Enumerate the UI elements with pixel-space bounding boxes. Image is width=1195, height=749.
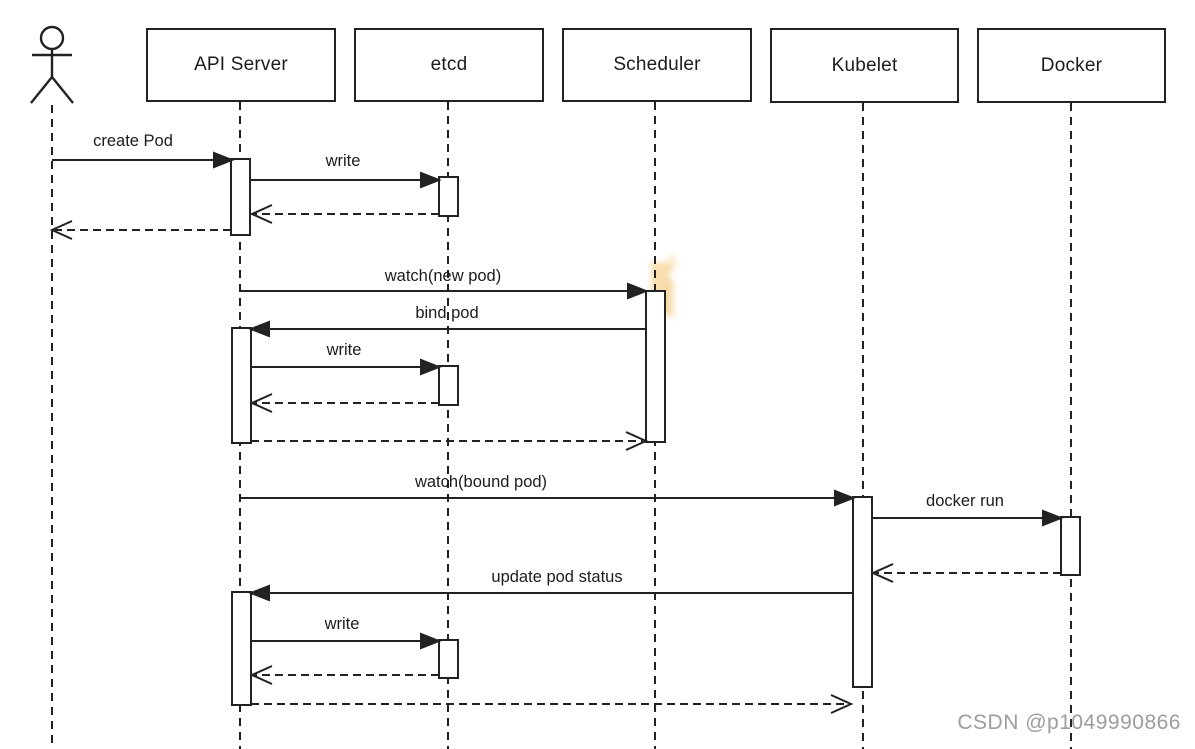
return-etcd-to-api-1	[249, 204, 439, 224]
return-api-to-kubelet	[251, 694, 854, 714]
activation-api-server-1	[230, 158, 251, 236]
participant-label: API Server	[194, 54, 288, 75]
arrow-update-pod-status	[248, 584, 853, 602]
lifelines	[51, 102, 1072, 749]
activation-api-server-3	[231, 591, 252, 706]
activation-api-server-2	[231, 327, 252, 444]
participant-label: etcd	[430, 54, 468, 75]
message-label-watch-bound-pod: watch(bound pod)	[414, 473, 548, 491]
participant-box-scheduler: Scheduler	[562, 28, 752, 102]
return-arrows	[49, 204, 1061, 714]
activation-bars	[230, 158, 1081, 706]
activation-docker	[1060, 516, 1081, 576]
arrow-write-3	[251, 632, 442, 650]
participant-label: Docker	[1040, 54, 1103, 76]
return-docker-to-kubelet	[870, 563, 1061, 583]
arrow-watch-new-pod	[240, 282, 649, 300]
message-label-docker-run: docker run	[926, 492, 1004, 510]
message-label-write-2: write	[326, 341, 362, 359]
participant-box-kubelet: Kubelet	[770, 28, 959, 103]
message-label-write-3: write	[324, 615, 360, 633]
message-label-create-pod: create Pod	[93, 132, 173, 150]
return-etcd-to-api-3	[249, 665, 439, 685]
message-label-bind-pod: bind pod	[415, 304, 479, 322]
csdn-watermark: CSDN @p1049990866	[957, 711, 1181, 734]
call-arrows	[52, 151, 1064, 650]
participant-box-etcd: etcd	[354, 28, 544, 102]
participant-box-docker: Docker	[977, 28, 1166, 103]
activation-scheduler	[645, 290, 666, 443]
activation-etcd-3	[438, 639, 459, 679]
message-label-update-pod-status: update pod status	[491, 568, 623, 586]
arrow-docker-run	[872, 509, 1064, 527]
message-label-watch-new-pod: watch(new pod)	[384, 267, 502, 285]
arrow-write-2	[251, 358, 442, 376]
participant-label: Scheduler	[613, 54, 701, 75]
participant-label: Kubelet	[831, 54, 898, 76]
activation-kubelet	[852, 496, 873, 688]
participant-box-api-server: API Server	[146, 28, 336, 102]
activation-etcd-2	[438, 365, 459, 406]
return-api-to-user	[49, 220, 231, 240]
message-label-write-1: write	[325, 152, 361, 170]
arrow-write-1	[250, 171, 442, 189]
arrow-bind-pod	[248, 320, 646, 338]
arrow-watch-bound-pod	[240, 489, 856, 507]
arrow-create-pod	[52, 151, 235, 169]
actor-icon	[30, 25, 74, 104]
return-etcd-to-api-2	[249, 393, 439, 413]
return-api-to-scheduler	[251, 431, 649, 451]
activation-etcd-1	[438, 176, 459, 217]
